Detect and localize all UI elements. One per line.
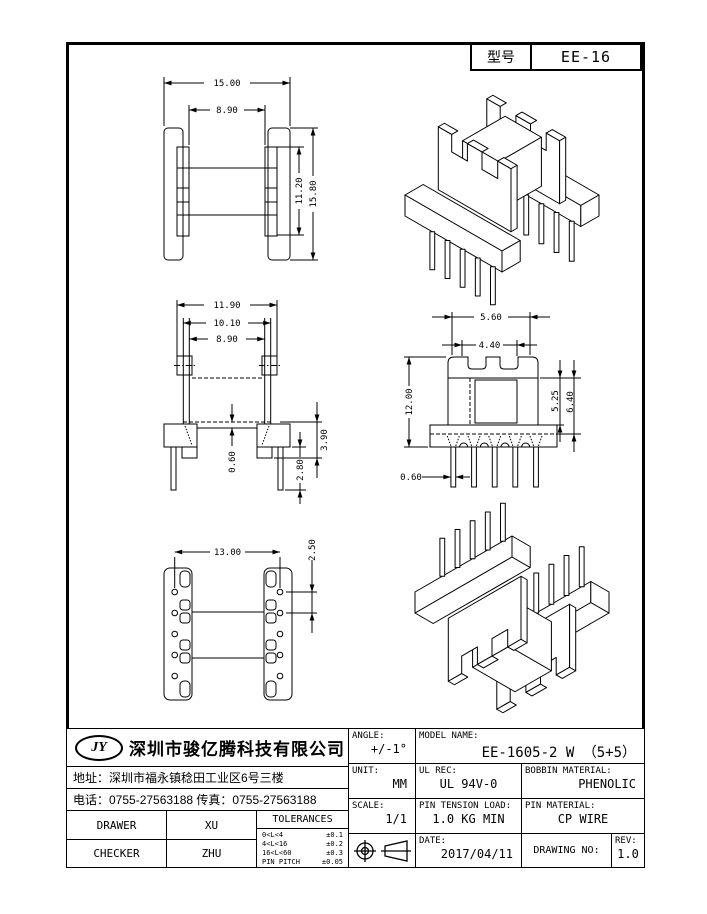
company-logo: JY <box>75 734 123 761</box>
bobbin-material-cell: BOBBIN MATERIAL: PHENOLIC <box>521 763 645 799</box>
ul-rec-value: UL 94V-0 <box>439 777 498 791</box>
dim-label: 4.40 <box>479 341 501 351</box>
dim-label: 12.00 <box>405 388 415 415</box>
scale-cell: SCALE: 1/1 <box>348 798 416 834</box>
model-name-cell: MODEL NAME: EE-1605-2 W （5+5） <box>415 728 645 764</box>
tolerance-row: 0<L<4 ±0.1 <box>257 831 348 840</box>
model-number-value: EE-16 <box>560 48 612 66</box>
unit-label: UNIT: <box>352 766 380 776</box>
bobbin-material-label: BOBBIN MATERIAL: <box>525 766 612 776</box>
model-name-label: MODEL NAME: <box>419 731 479 741</box>
scale-value: 1/1 <box>385 812 407 826</box>
pin-material-label: PIN MATERIAL: <box>525 801 596 811</box>
model-number-box: 型号 EE-16 <box>470 43 642 71</box>
pin-material-cell: PIN MATERIAL: CP WIRE <box>521 798 645 834</box>
model-number-label: 型号 <box>472 45 532 69</box>
ul-rec-cell: UL REC: UL 94V-0 <box>415 763 522 799</box>
dim-label: 5.60 <box>480 313 502 323</box>
tol-value: ±0.2 <box>326 840 343 848</box>
rev-label: REV: <box>615 836 637 846</box>
tolerance-row: 16<L<60 ±0.3 <box>257 849 348 858</box>
bobbin-material-value: PHENOLIC <box>578 777 636 791</box>
tol-range: 4<L<16 <box>262 840 288 848</box>
drawer-name: XU <box>166 810 257 840</box>
angle-value: +/-1° <box>370 742 407 756</box>
company-phone: 电话：0755-27563188 传真：0755-27563188 <box>66 788 349 811</box>
dim-label: 10.10 <box>213 319 240 329</box>
title-block: JY 深圳市骏亿腾科技有限公司 地址：深圳市福永镇稔田工业区6号三楼 电话：07… <box>66 728 645 868</box>
projection-symbol-cell <box>348 833 416 868</box>
dim-label: 15.80 <box>309 180 319 207</box>
tol-range: 0<L<4 <box>262 831 284 839</box>
dim-label: 2.50 <box>308 539 318 561</box>
pin-tension-value: 1.0 KG MIN <box>432 812 505 826</box>
iso-view-bottom <box>414 502 610 714</box>
tolerances-title: TOLERANCES <box>257 811 348 829</box>
first-angle-projection-icon <box>354 839 411 862</box>
ul-rec-label: UL REC: <box>419 766 457 776</box>
dim-label: 8.90 <box>216 106 238 116</box>
company-address: 地址：深圳市福永镇稔田工业区6号三楼 <box>66 766 349 789</box>
iso-view-top <box>404 94 600 306</box>
unit-value: MM <box>392 777 407 791</box>
dim-label: 8.90 <box>216 335 238 345</box>
company-name: 深圳市骏亿腾科技有限公司 <box>129 740 345 759</box>
dim-label: 0.60 <box>228 451 238 473</box>
drawer-label: DRAWER <box>66 810 167 840</box>
dim-label: 3.90 <box>320 429 330 451</box>
front-view: 11.90 10.10 8.90 0.60 3.90 2.80 <box>163 300 330 504</box>
end-view: 5.60 4.40 12.00 5.25 6.40 0.60 <box>400 312 581 488</box>
date-label: DATE: <box>419 836 447 846</box>
top-view: 13.00 2.50 <box>163 539 318 701</box>
dim-label: 11.90 <box>213 301 240 311</box>
tol-range: PIN PITCH <box>262 858 300 866</box>
date-cell: DATE: 2017/04/11 <box>415 833 522 868</box>
tol-value: ±0.3 <box>326 849 343 857</box>
drawing-no-cell: DRAWING NO: <box>521 833 612 868</box>
angle-cell: ANGLE: +/-1° <box>348 728 416 764</box>
dim-label: 0.60 <box>400 473 422 483</box>
model-name-value: EE-1605-2 W （5+5） <box>481 745 636 761</box>
dim-label: 2.80 <box>296 459 306 481</box>
date-value: 2017/04/11 <box>440 847 513 861</box>
dim-label: 11.20 <box>295 177 305 204</box>
checker-label: CHECKER <box>66 839 167 868</box>
dim-label: 13.00 <box>214 548 241 558</box>
tolerance-row: PIN PITCH ±0.05 <box>257 858 348 867</box>
rev-value: 1.0 <box>617 847 639 861</box>
company-cell: JY 深圳市骏亿腾科技有限公司 <box>66 728 349 767</box>
scale-label: SCALE: <box>352 801 385 811</box>
tol-value: ±0.1 <box>326 831 343 839</box>
tolerances-cell: TOLERANCES 0<L<4 ±0.1 4<L<16 ±0.2 16<L<60 ±… <box>256 810 349 868</box>
side-view: 15.00 8.90 11.20 15.80 <box>163 77 319 261</box>
tol-value: ±0.05 <box>321 858 343 866</box>
pin-tension-cell: PIN TENSION LOAD: 1.0 KG MIN <box>415 798 522 834</box>
pin-material-value: CP WIRE <box>557 812 609 826</box>
unit-cell: UNIT: MM <box>348 763 416 799</box>
pin-tension-label: PIN TENSION LOAD: <box>419 801 512 811</box>
tol-range: 16<L<60 <box>262 849 292 857</box>
tolerances-table: 0<L<4 ±0.1 4<L<16 ±0.2 16<L<60 ±0.3 PIN PIT… <box>257 829 348 867</box>
dim-label: 6.40 <box>566 391 576 413</box>
checker-name: ZHU <box>166 839 257 868</box>
dim-label: 5.25 <box>551 390 561 412</box>
tolerance-row: 4<L<16 ±0.2 <box>257 840 348 849</box>
dim-label: 15.00 <box>213 79 240 89</box>
rev-cell: REV: 1.0 <box>611 833 645 868</box>
angle-label: ANGLE: <box>352 731 385 741</box>
